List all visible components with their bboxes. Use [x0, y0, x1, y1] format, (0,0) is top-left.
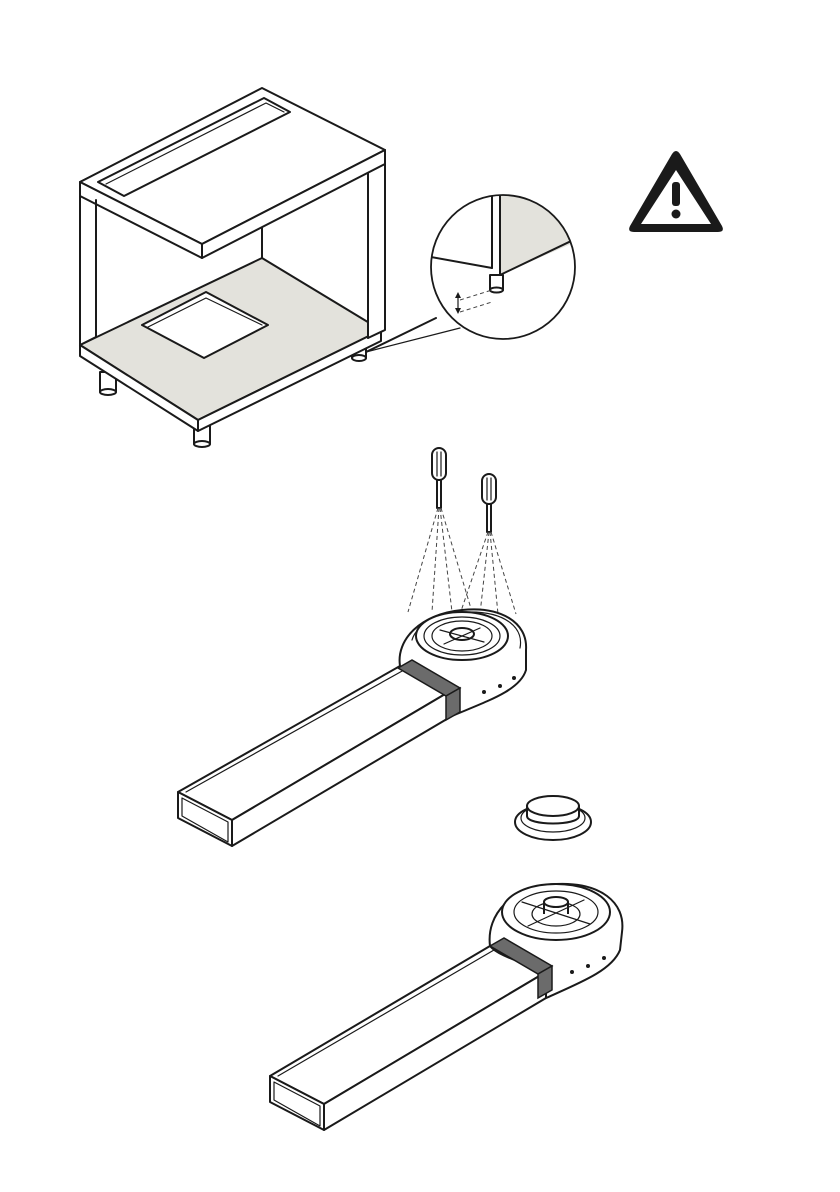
blower-with-duct — [270, 884, 622, 1130]
leg-detail-callout — [420, 195, 590, 339]
screw-guide-lines — [408, 508, 516, 614]
cabinet-side-right — [368, 150, 385, 338]
screwdriver-icon — [482, 474, 496, 532]
double-arrow-icon — [455, 292, 461, 314]
cabinet-bottom-panel — [80, 258, 381, 431]
ring-adapter — [515, 796, 591, 840]
warning-triangle-icon — [629, 151, 723, 232]
screwdriver-icon — [432, 448, 446, 508]
cabinet-illustration — [80, 88, 385, 447]
cabinet-worktop — [80, 88, 385, 258]
blower-with-duct-screwed — [178, 609, 526, 846]
